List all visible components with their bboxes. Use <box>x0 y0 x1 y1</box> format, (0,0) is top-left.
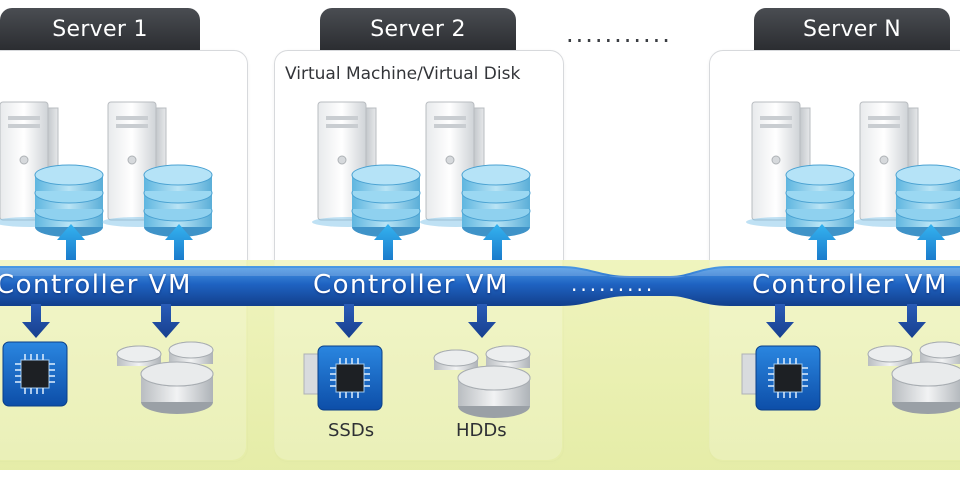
down-arrow-icon <box>766 304 794 338</box>
server-1-tab: Server 1 <box>0 8 200 50</box>
controller-vm-label-1: Controller VM <box>0 270 192 300</box>
ssd-chip-icon <box>741 345 821 411</box>
hdd-icon <box>116 341 214 415</box>
hdd-label: HDDs <box>456 420 507 441</box>
controller-vm-label-2: Controller VM <box>313 270 509 300</box>
controller-vm-label-n: Controller VM <box>752 270 948 300</box>
down-arrow-icon <box>335 304 363 338</box>
down-arrow-icon <box>152 304 180 338</box>
vm-caption: Virtual Machine/Virtual Disk <box>285 64 521 84</box>
virtual-disk-icon <box>895 164 960 238</box>
server-2-title: Server 2 <box>370 16 466 42</box>
server-n-title: Server N <box>803 16 901 42</box>
down-arrow-icon <box>22 304 50 338</box>
down-arrow-icon <box>898 304 926 338</box>
more-servers-ellipsis: ........... <box>566 20 672 48</box>
virtual-disk-icon <box>351 164 421 238</box>
ssd-label: SSDs <box>328 420 375 441</box>
down-arrow-icon <box>468 304 496 338</box>
virtual-disk-icon <box>34 164 104 238</box>
controller-bus <box>0 266 960 306</box>
virtual-disk-icon <box>785 164 855 238</box>
server-1-title: Server 1 <box>52 16 148 42</box>
hdd-icon <box>867 341 960 415</box>
bus-ellipsis: ......... <box>571 272 656 296</box>
ssd-chip-icon <box>303 345 383 411</box>
server-n-tab: Server N <box>754 8 950 50</box>
ssd-chip-icon <box>2 341 68 407</box>
storage-graphics <box>2 304 960 419</box>
server-2-tab: Server 2 <box>320 8 516 50</box>
hdd-icon <box>433 345 531 419</box>
server-graphics <box>0 101 960 260</box>
